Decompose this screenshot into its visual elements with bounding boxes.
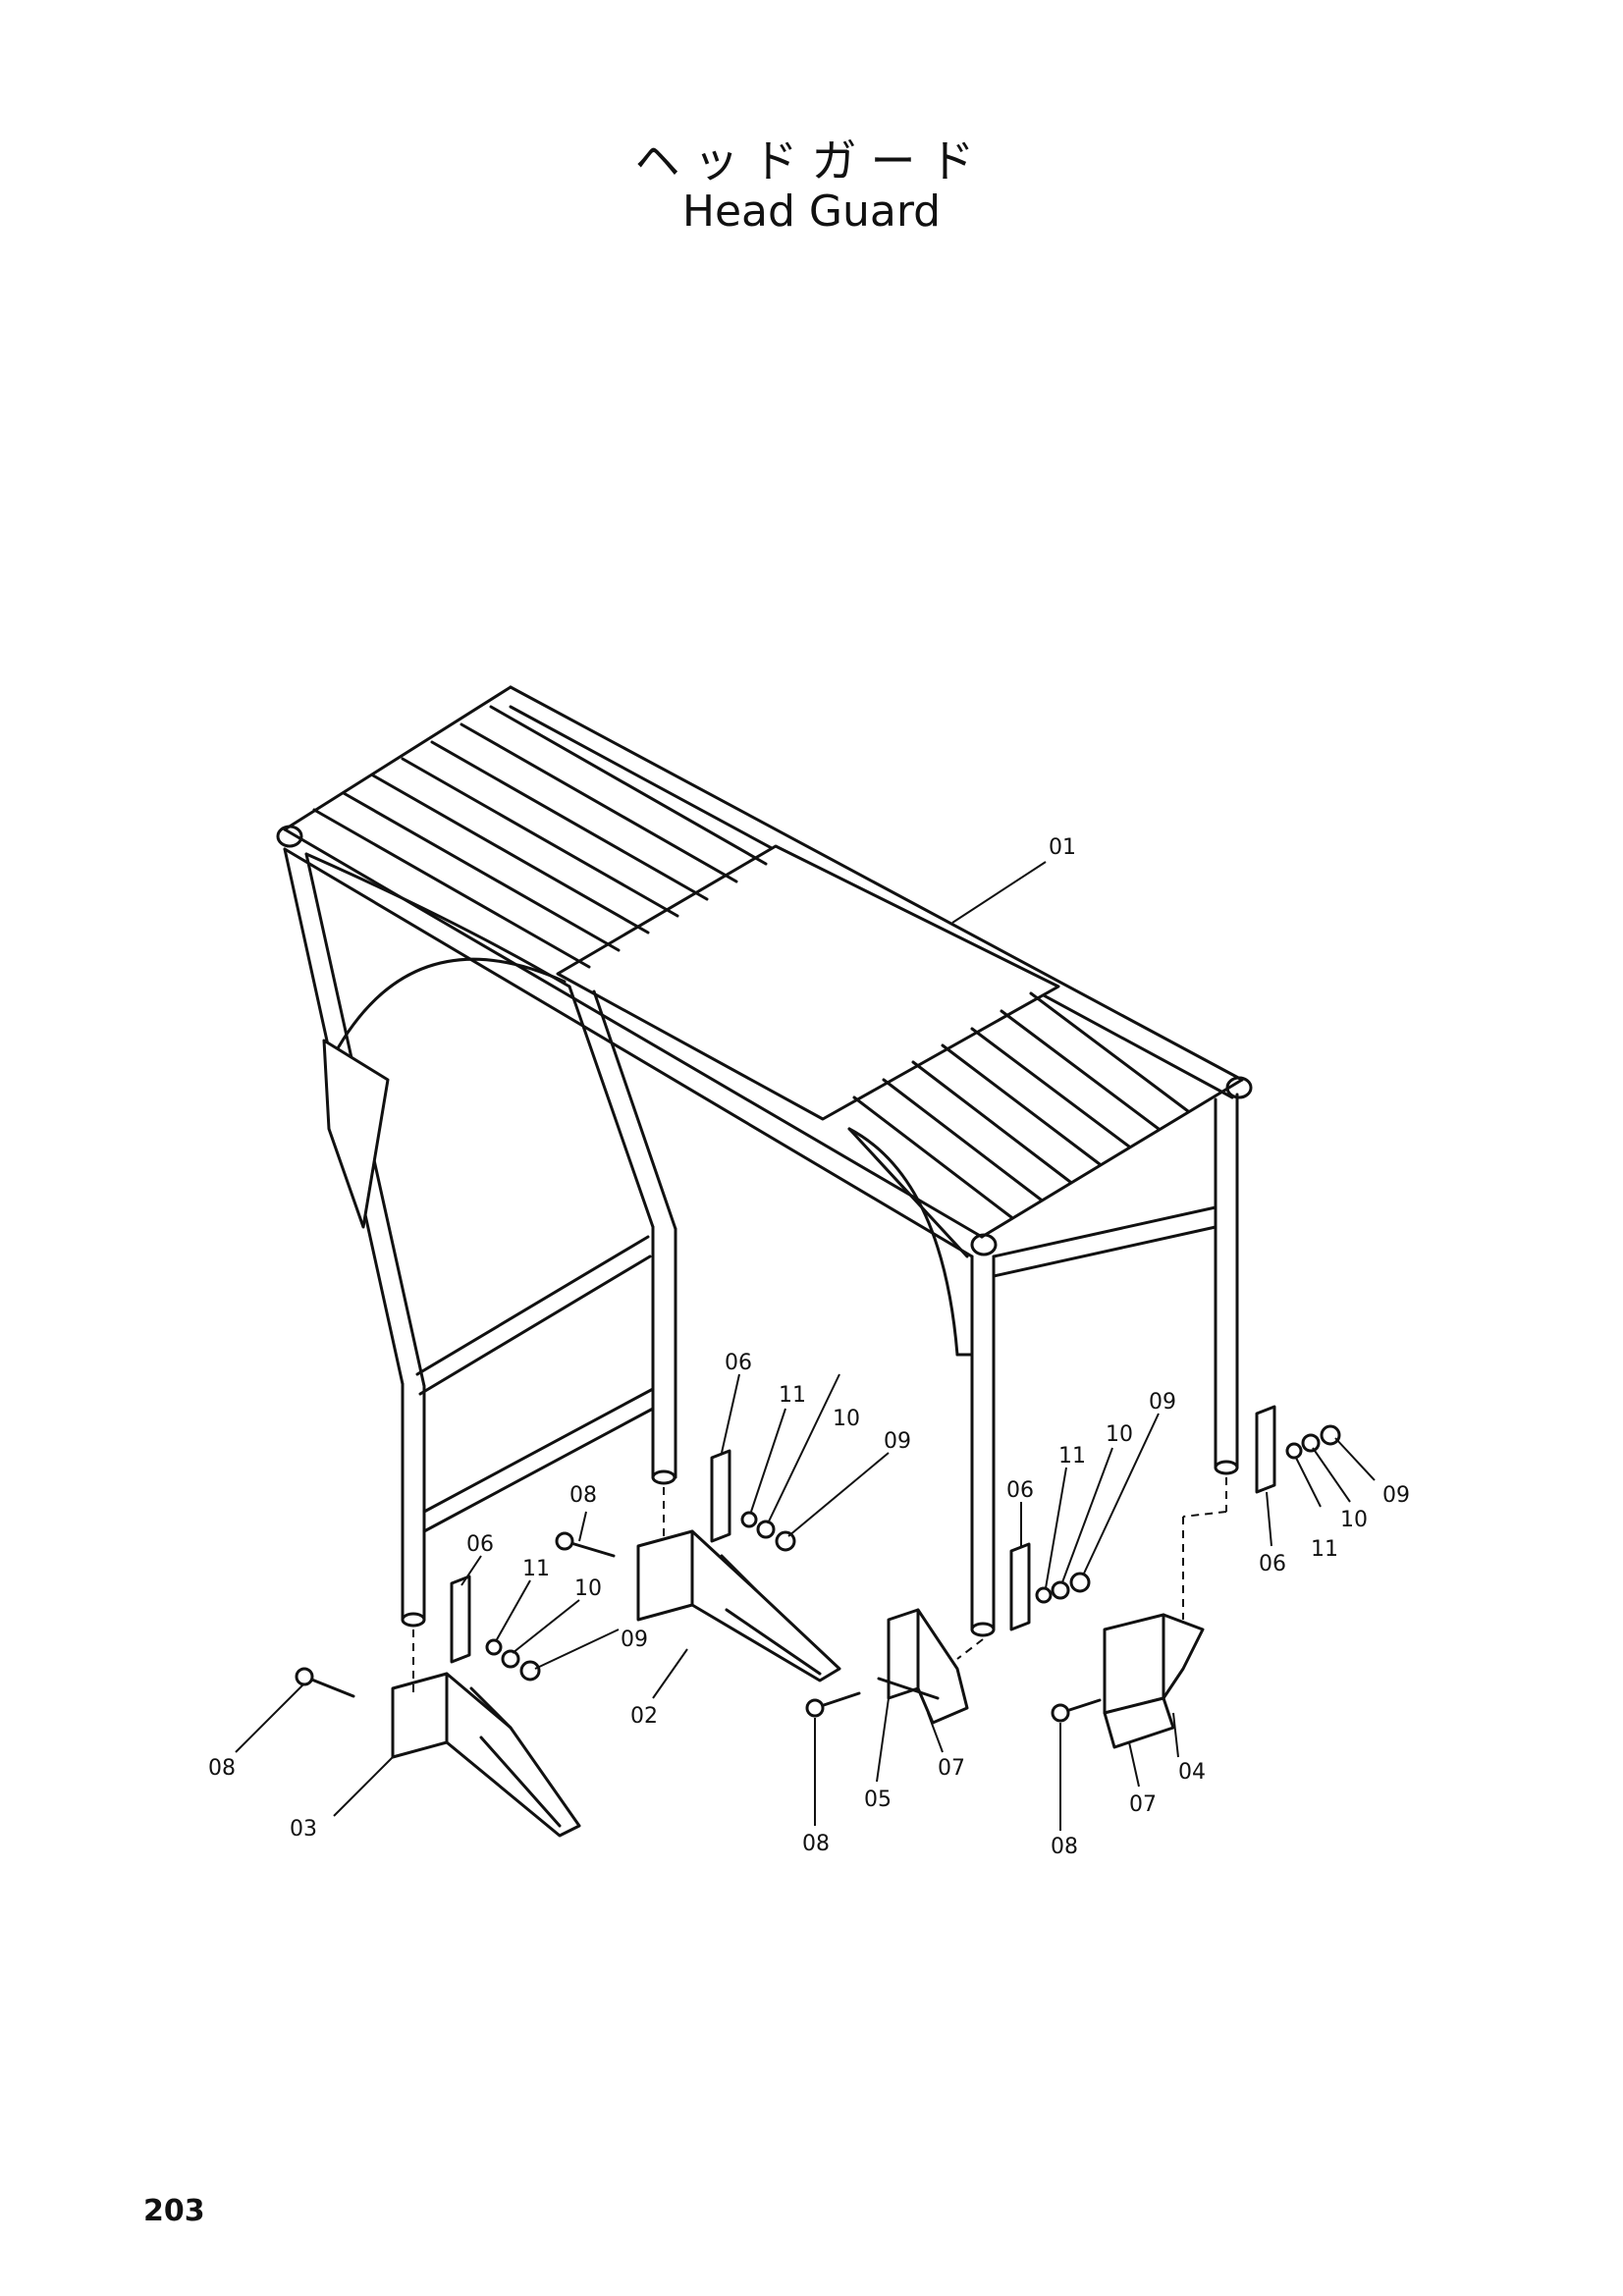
callout-11c: 11 [1058, 1444, 1086, 1468]
callout-09b: 09 [884, 1429, 911, 1454]
callout-08b: 08 [569, 1483, 597, 1508]
callout-11d: 11 [1311, 1537, 1338, 1562]
callout-06c: 06 [1006, 1478, 1034, 1503]
callout-08d: 08 [1051, 1835, 1078, 1859]
callout-10a: 10 [574, 1576, 602, 1601]
shim-plates-06 [450, 1405, 1276, 1664]
callout-06a: 06 [466, 1532, 494, 1557]
callout-05: 05 [864, 1788, 892, 1812]
foot-bracket-02 [636, 1529, 841, 1682]
callout-01: 01 [1049, 835, 1076, 860]
washers-and-nuts [485, 1424, 1341, 1682]
bracket-04 [1103, 1613, 1205, 1749]
callout-10c: 10 [1106, 1422, 1133, 1447]
title-english: Head Guard [681, 187, 942, 237]
callout-02: 02 [630, 1704, 658, 1729]
callout-11b: 11 [779, 1383, 806, 1408]
callout-10d: 10 [1340, 1508, 1368, 1532]
callout-09d: 09 [1382, 1483, 1410, 1508]
callout-07b: 07 [1129, 1792, 1157, 1817]
title-japanese: ヘッドガード [634, 134, 989, 187]
alignment-lines [412, 1477, 1227, 1693]
foot-bracket-03 [391, 1672, 581, 1838]
callout-06b: 06 [725, 1351, 752, 1375]
bolts-08 [295, 1531, 1102, 1723]
callout-11a: 11 [522, 1557, 550, 1581]
callout-07a: 07 [938, 1756, 965, 1781]
callout-10b: 10 [833, 1407, 860, 1431]
callout-08a: 08 [208, 1756, 236, 1781]
leader-lines [235, 861, 1376, 1831]
callout-04: 04 [1178, 1760, 1206, 1785]
callout-03: 03 [290, 1817, 317, 1842]
callout-09c: 09 [1149, 1390, 1176, 1415]
callout-labels: 01 02 03 04 05 06 06 06 06 07 07 08 08 0… [208, 835, 1410, 1859]
head-guard-frame [276, 685, 1253, 1637]
callout-09a: 09 [621, 1628, 648, 1652]
callout-06d: 06 [1259, 1552, 1286, 1576]
callout-08c: 08 [802, 1832, 830, 1856]
page-number: 203 [143, 2194, 205, 2228]
bracket-05 [877, 1608, 969, 1725]
